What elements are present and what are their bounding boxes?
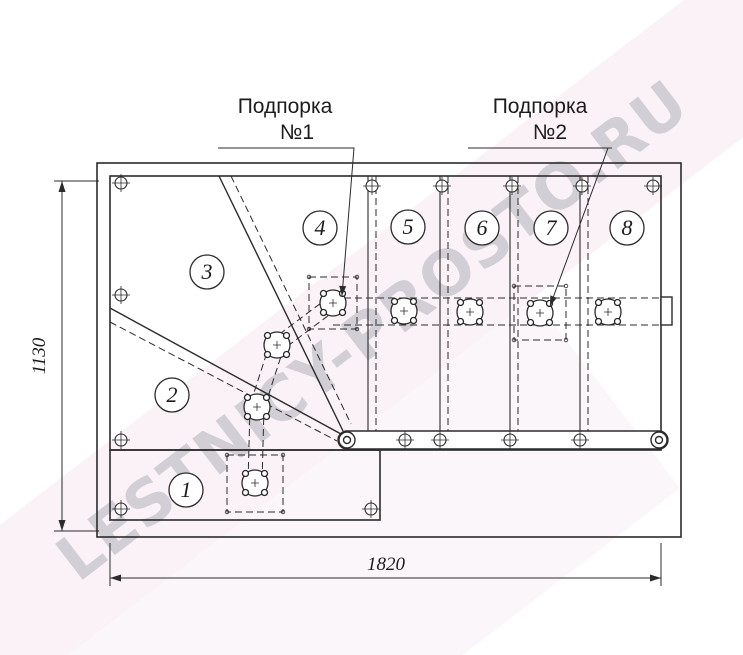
callout-leaders [218,147,612,307]
step-7-number: 7 [546,215,558,240]
hidden-structure-lines [109,175,661,513]
step-markers: 1 2 3 4 5 6 7 8 [154,209,645,508]
support-post [456,298,484,326]
dimension-lines [54,180,662,586]
step-8-number: 8 [622,215,633,240]
support-pad-2 [513,285,567,341]
support-post [263,331,291,359]
width-dimension-label: 1820 [367,554,406,575]
support2-label-line1: Подпорка [493,95,588,118]
step-8-marker: 8 [609,210,645,246]
step-2-marker: 2 [154,377,190,413]
step-6-number: 6 [477,215,488,240]
step-4-marker: 4 [302,210,338,246]
step-1-number: 1 [181,477,192,502]
step-2-number: 2 [167,382,178,407]
step-5-marker: 5 [390,209,426,245]
winder-step-edges [109,175,344,435]
rail-end-bracket [660,296,673,326]
step-6-marker: 6 [464,210,500,246]
support1-label-line2: №1 [280,121,314,144]
watermark-band-corner [0,297,680,655]
support-post [390,297,418,325]
step-3-marker: 3 [189,254,225,290]
step-1-marker: 1 [168,472,204,508]
support2-label-line2: №2 [533,121,567,144]
step-3-number: 3 [201,259,213,284]
straight-step-edges [367,176,581,431]
step-4-number: 4 [315,215,326,240]
support-post [594,298,622,326]
support-post [243,393,271,421]
support-post-2 [526,299,554,327]
step-5-number: 5 [403,214,414,239]
step-7-marker: 7 [533,210,569,246]
height-dimension-label: 1130 [29,337,50,374]
callout-labels: Подпорка №1 Подпорка №2 [238,95,588,144]
support-pad-bottom [226,454,284,513]
support-pad-1 [308,276,358,330]
arrowheads [58,181,661,582]
dimension-labels: 1130 1820 [29,337,406,575]
support1-label-line1: Подпорка [238,95,333,118]
pad-corner-marks [224,274,569,515]
support-post-bottom [241,469,269,497]
